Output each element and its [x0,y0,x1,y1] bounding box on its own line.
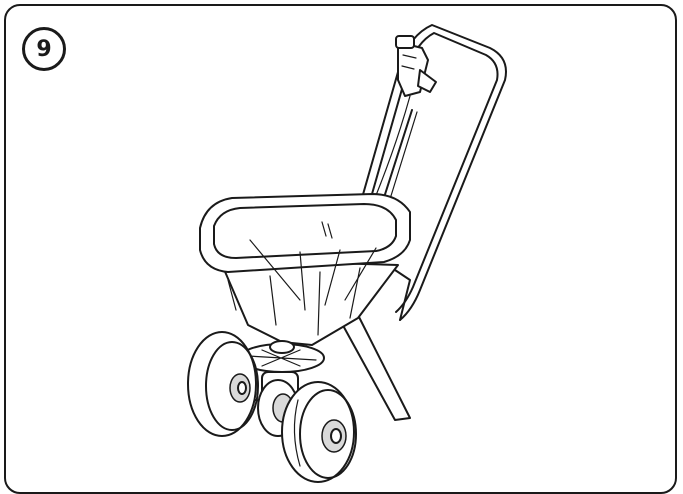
step-number-badge: 9 [22,27,66,71]
hopper [199,193,411,346]
right-wheel [281,381,357,483]
control-lever [395,35,437,97]
support-legs [339,269,411,421]
left-wheel [187,331,259,437]
